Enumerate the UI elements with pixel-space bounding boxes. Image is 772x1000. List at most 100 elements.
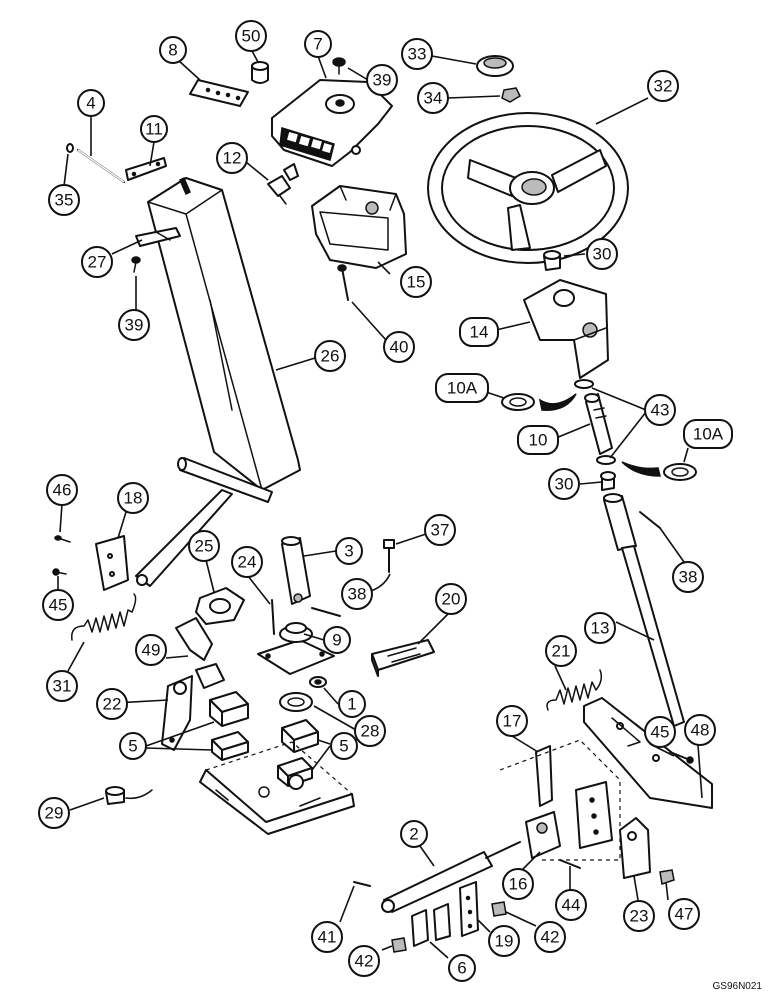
- svg-text:33: 33: [408, 45, 427, 64]
- svg-text:26: 26: [321, 347, 340, 366]
- svg-text:10A: 10A: [447, 379, 478, 398]
- part-bracket-17: [499, 739, 621, 861]
- part-frame-48: [583, 697, 713, 809]
- svg-text:15: 15: [407, 273, 426, 292]
- callout-32: 32: [647, 70, 679, 102]
- part-bolt-40: [337, 264, 349, 301]
- callout-21: 21: [545, 635, 577, 667]
- callout-10A-left: 10A: [435, 373, 489, 403]
- part-bracket-18: [95, 535, 129, 591]
- part-bushing-lower: [600, 471, 616, 491]
- part-washers-10A: [501, 393, 697, 481]
- part-clips-6: [411, 903, 451, 947]
- svg-text:32: 32: [654, 77, 673, 96]
- callout-30-lower: 30: [548, 468, 580, 500]
- part-strap-11: [125, 157, 167, 181]
- callout-13: 13: [584, 612, 616, 644]
- callout-10A-right: 10A: [683, 419, 733, 449]
- callout-40: 40: [383, 331, 415, 363]
- callout-10: 10: [517, 425, 559, 455]
- callout-50: 50: [235, 20, 267, 52]
- svg-text:10A: 10A: [693, 425, 724, 444]
- svg-text:2: 2: [409, 825, 418, 844]
- svg-text:45: 45: [651, 723, 670, 742]
- callout-6: 6: [448, 954, 476, 982]
- svg-text:12: 12: [223, 149, 242, 168]
- callout-29: 29: [38, 797, 70, 829]
- part-steering-wheel: [427, 112, 629, 264]
- part-bracket-16: [525, 811, 561, 859]
- part-pin-44: [559, 859, 581, 869]
- part-cap: [251, 61, 269, 84]
- svg-text:24: 24: [238, 553, 257, 572]
- svg-text:25: 25: [195, 537, 214, 556]
- svg-text:45: 45: [49, 596, 68, 615]
- svg-text:30: 30: [555, 475, 574, 494]
- callout-3: 3: [335, 537, 363, 565]
- callout-37: 37: [424, 514, 456, 546]
- part-bushing-upper: [543, 250, 561, 271]
- svg-text:1: 1: [347, 695, 356, 714]
- callout-1: 1: [338, 690, 366, 718]
- part-instrument-cover: [271, 79, 393, 167]
- part-block-20: [371, 639, 435, 677]
- callout-14: 14: [459, 317, 499, 347]
- callout-35: 35: [48, 184, 80, 216]
- svg-text:41: 41: [318, 928, 337, 947]
- svg-text:4: 4: [86, 94, 95, 113]
- svg-text:21: 21: [552, 642, 571, 661]
- part-plug-29: [105, 786, 153, 805]
- svg-text:13: 13: [591, 619, 610, 638]
- part-cam-49: [175, 617, 225, 689]
- svg-text:3: 3: [344, 542, 353, 561]
- part-bolt-45-right: [669, 751, 694, 764]
- svg-text:16: 16: [509, 875, 528, 894]
- callout-30-top: 30: [586, 238, 618, 270]
- part-nuts-42: [391, 901, 507, 953]
- callout-11: 11: [140, 115, 168, 143]
- part-horn-cap: [476, 55, 514, 77]
- svg-text:19: 19: [495, 932, 514, 951]
- callout-17: 17: [496, 705, 528, 737]
- svg-text:28: 28: [361, 722, 380, 741]
- callout-4: 4: [77, 89, 105, 117]
- svg-text:10: 10: [529, 431, 548, 450]
- svg-text:17: 17: [503, 712, 522, 731]
- callout-7: 7: [304, 30, 332, 58]
- callout-42-right: 42: [534, 921, 566, 953]
- svg-text:23: 23: [630, 907, 649, 926]
- svg-text:35: 35: [55, 191, 74, 210]
- callout-38-mid: 38: [341, 578, 373, 610]
- part-bolt-37: [383, 539, 395, 573]
- callout-5-left: 5: [119, 732, 147, 760]
- callout-26: 26: [314, 340, 346, 372]
- callout-31: 31: [46, 670, 78, 702]
- svg-text:22: 22: [103, 695, 122, 714]
- part-column-housing: [147, 176, 301, 491]
- callout-33: 33: [401, 38, 433, 70]
- part-bracket-14: [523, 279, 609, 379]
- svg-text:14: 14: [470, 323, 489, 342]
- part-lever-22: [161, 675, 193, 751]
- part-valve-9: [257, 622, 335, 675]
- callout-49: 49: [135, 634, 167, 666]
- svg-text:38: 38: [348, 585, 367, 604]
- part-bracket-27: [135, 227, 181, 247]
- part-key-switch: [267, 163, 299, 205]
- part-seal-28: [279, 692, 313, 712]
- svg-text:46: 46: [53, 481, 72, 500]
- svg-text:30: 30: [593, 245, 612, 264]
- part-pin-4: [77, 149, 125, 183]
- part-nut-34: [501, 87, 521, 103]
- svg-text:29: 29: [45, 804, 64, 823]
- callout-41: 41: [311, 921, 343, 953]
- callout-47: 47: [668, 898, 700, 930]
- svg-text:42: 42: [355, 952, 374, 971]
- svg-text:50: 50: [242, 27, 261, 46]
- svg-text:9: 9: [332, 631, 341, 650]
- callout-42-left: 42: [348, 945, 380, 977]
- callout-45-left: 45: [42, 589, 74, 621]
- part-floor-plate: [199, 741, 355, 835]
- callout-23: 23: [623, 900, 655, 932]
- svg-text:34: 34: [424, 89, 443, 108]
